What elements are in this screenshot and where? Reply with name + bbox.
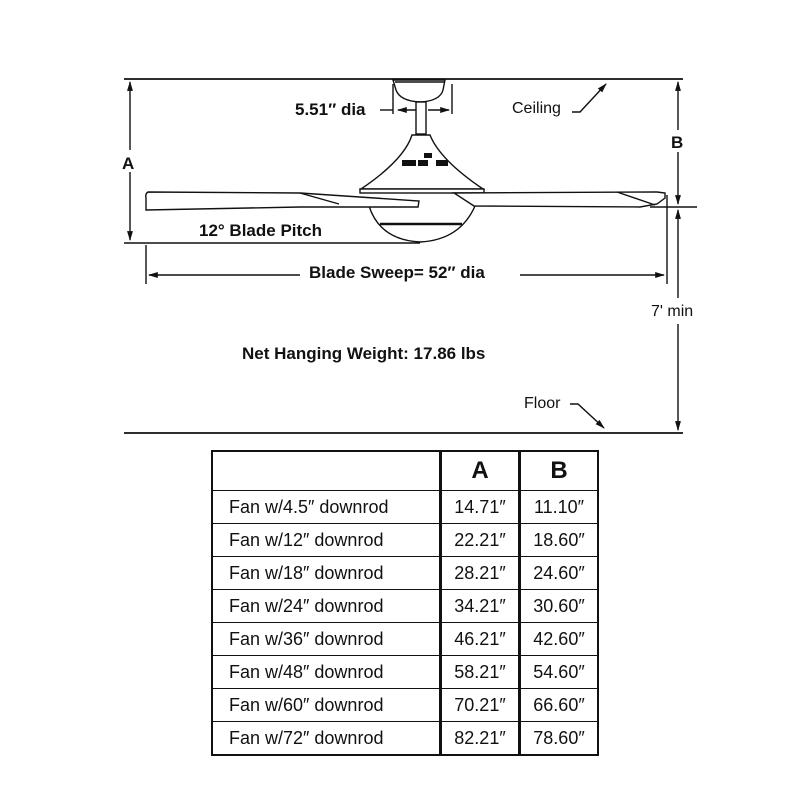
row-label: Fan w/24″ downrod: [211, 589, 441, 623]
fan-blade-left: [145, 191, 420, 211]
table-row: Fan w/18″ downrod 28.21″ 24.60″: [211, 556, 599, 590]
row-b-value: 18.60″: [518, 523, 599, 557]
fan-dimension-drawing: [124, 78, 697, 434]
min-clearance-label: 7' min: [651, 302, 694, 322]
row-label: Fan w/72″ downrod: [211, 721, 441, 756]
fan-downrod: [415, 101, 427, 135]
row-b-value: 66.60″: [518, 688, 599, 722]
fan-blade-right: [451, 191, 666, 208]
row-a-value: 70.21″: [439, 688, 520, 722]
downrod-dimension-table: A B Fan w/4.5″ downrod 14.71″ 11.10″ Fan…: [211, 450, 599, 756]
dimension-a-label: A: [122, 154, 135, 173]
dimension-b-label: B: [671, 133, 684, 152]
table-row: Fan w/4.5″ downrod 14.71″ 11.10″: [211, 490, 599, 524]
row-a-value: 14.71″: [439, 490, 520, 524]
row-a-value: 22.21″: [439, 523, 520, 557]
floor-label: Floor: [524, 395, 561, 412]
row-label: Fan w/18″ downrod: [211, 556, 441, 590]
header-empty: [211, 450, 441, 491]
row-b-value: 24.60″: [518, 556, 599, 590]
net-weight-label: Net Hanging Weight: 17.86 lbs: [242, 344, 486, 363]
table-row: Fan w/48″ downrod 58.21″ 54.60″: [211, 655, 599, 689]
row-label: Fan w/60″ downrod: [211, 688, 441, 722]
table-row: Fan w/72″ downrod 82.21″ 78.60″: [211, 721, 599, 756]
row-a-value: 34.21″: [439, 589, 520, 623]
table-row: Fan w/12″ downrod 22.21″ 18.60″: [211, 523, 599, 557]
row-b-value: 78.60″: [518, 721, 599, 756]
table-row: Fan w/36″ downrod 46.21″ 42.60″: [211, 622, 599, 656]
row-label: Fan w/12″ downrod: [211, 523, 441, 557]
ceiling-label: Ceiling: [512, 100, 561, 117]
table-row: Fan w/24″ downrod 34.21″ 30.60″: [211, 589, 599, 623]
row-a-value: 82.21″: [439, 721, 520, 756]
row-b-value: 54.60″: [518, 655, 599, 689]
row-b-value: 42.60″: [518, 622, 599, 656]
table-header-row: A B: [211, 450, 599, 491]
canopy-diameter-label: 5.51″ dia: [294, 100, 367, 119]
blade-sweep-label: Blade Sweep= 52″ dia: [306, 264, 488, 281]
fan-canopy: [392, 79, 446, 103]
table-row: Fan w/60″ downrod 70.21″ 66.60″: [211, 688, 599, 722]
blade-pitch-label: 12° Blade Pitch: [199, 221, 323, 240]
header-a: A: [439, 450, 520, 491]
row-label: Fan w/36″ downrod: [211, 622, 441, 656]
row-a-value: 46.21″: [439, 622, 520, 656]
row-b-value: 30.60″: [518, 589, 599, 623]
header-b: B: [518, 450, 599, 491]
row-a-value: 58.21″: [439, 655, 520, 689]
row-a-value: 28.21″: [439, 556, 520, 590]
row-label: Fan w/48″ downrod: [211, 655, 441, 689]
row-b-value: 11.10″: [518, 490, 599, 524]
row-label: Fan w/4.5″ downrod: [211, 490, 441, 524]
